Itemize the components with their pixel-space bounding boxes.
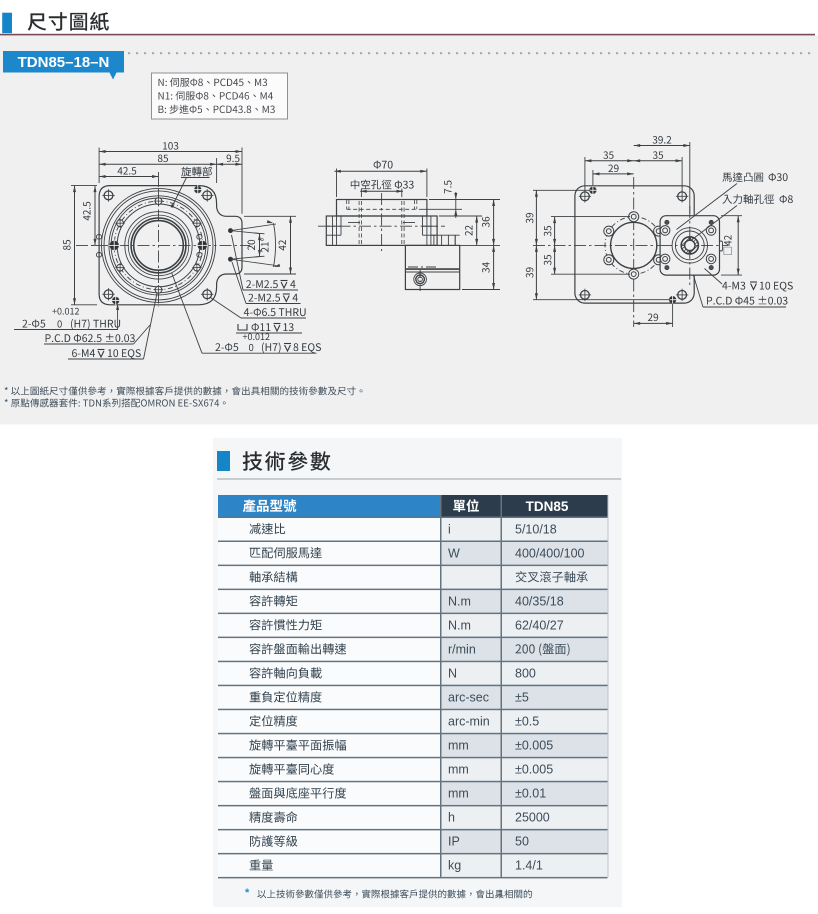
svg-text:mm: mm <box>448 787 469 801</box>
svg-text:50: 50 <box>515 835 529 849</box>
svg-text:N.m: N.m <box>448 594 471 608</box>
svg-text:±0.5: ±0.5 <box>515 715 539 729</box>
svg-text:mm: mm <box>448 739 469 753</box>
svg-text:TDN85: TDN85 <box>526 499 569 514</box>
svg-text:h: h <box>448 811 455 825</box>
svg-text:N: N <box>448 667 457 681</box>
svg-text:40/35/18: 40/35/18 <box>515 594 564 608</box>
svg-text:±0.01: ±0.01 <box>515 787 546 801</box>
svg-text:N.m: N.m <box>448 618 471 632</box>
svg-text:r/min: r/min <box>448 642 476 656</box>
svg-text:1.4/1: 1.4/1 <box>515 859 543 873</box>
svg-text:arc-sec: arc-sec <box>448 691 489 705</box>
svg-text:62/40/27: 62/40/27 <box>515 618 564 632</box>
svg-text:800: 800 <box>515 667 536 681</box>
svg-text:mm: mm <box>448 763 469 777</box>
svg-text:25000: 25000 <box>515 811 550 825</box>
svg-text:W: W <box>448 546 460 560</box>
svg-text:kg: kg <box>448 859 461 873</box>
svg-text:*: * <box>245 887 250 899</box>
svg-text:5/10/18: 5/10/18 <box>515 522 557 536</box>
svg-text:±5: ±5 <box>515 691 529 705</box>
svg-text:400/400/100: 400/400/100 <box>515 546 585 560</box>
svg-text:arc-min: arc-min <box>448 715 490 729</box>
svg-text:i: i <box>448 522 451 536</box>
svg-text:±0.005: ±0.005 <box>515 739 553 753</box>
svg-text:TDN85–18–N: TDN85–18–N <box>18 54 110 71</box>
svg-text:IP: IP <box>448 835 460 849</box>
svg-text:±0.005: ±0.005 <box>515 763 553 777</box>
